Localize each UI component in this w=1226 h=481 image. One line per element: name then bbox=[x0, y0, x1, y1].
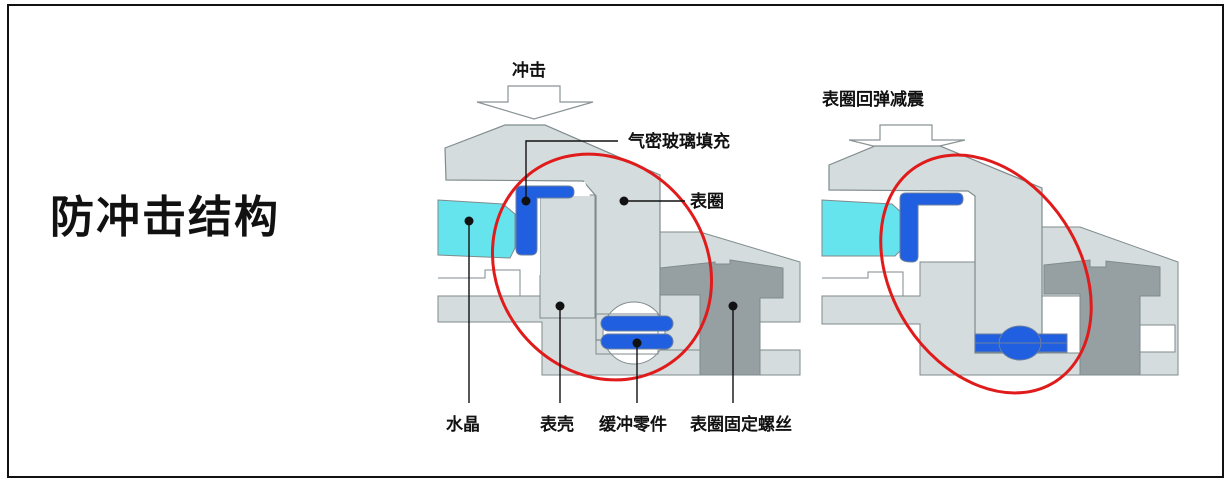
label-buffer: 缓冲零件 bbox=[599, 414, 667, 435]
label-glass-seal: 气密玻璃填充 bbox=[627, 131, 730, 152]
page-title: 防冲击结构 bbox=[50, 192, 280, 243]
right-highlight-ellipse bbox=[879, 153, 1093, 395]
buffer-part-upper bbox=[600, 315, 674, 332]
rebound-label: 表圈回弹减震 bbox=[822, 89, 925, 110]
diagram-frame bbox=[7, 4, 1224, 478]
right-bezel-screw bbox=[1043, 259, 1161, 376]
label-bezel-screw: 表圈固定螺丝 bbox=[690, 414, 792, 435]
label-crystal: 水晶 bbox=[446, 414, 480, 435]
right-buffer-part bbox=[974, 325, 1068, 361]
right-watch-crystal bbox=[821, 199, 904, 257]
callout-dots bbox=[464, 196, 738, 348]
bezel-screw bbox=[659, 259, 784, 376]
right-crystal-step bbox=[822, 271, 904, 296]
case-column bbox=[539, 194, 596, 319]
label-case: 表壳 bbox=[540, 414, 574, 435]
highlight-ellipse bbox=[490, 152, 714, 382]
callout-lines bbox=[468, 140, 734, 403]
label-bezel: 表圈 bbox=[690, 191, 724, 212]
glass-seal bbox=[515, 185, 575, 256]
right-glass-seal bbox=[899, 192, 964, 263]
impact-label: 冲击 bbox=[512, 60, 546, 81]
buffer-recess bbox=[602, 301, 666, 365]
impact-arrow bbox=[476, 85, 594, 120]
crystal-step bbox=[438, 269, 521, 296]
right-diagram: 表圈回弹减震 bbox=[821, 89, 1179, 395]
left-diagram: 冲击 气密玻璃填充 表圈 水晶 表壳 缓冲零件 表圈固定螺丝 bbox=[437, 60, 801, 435]
